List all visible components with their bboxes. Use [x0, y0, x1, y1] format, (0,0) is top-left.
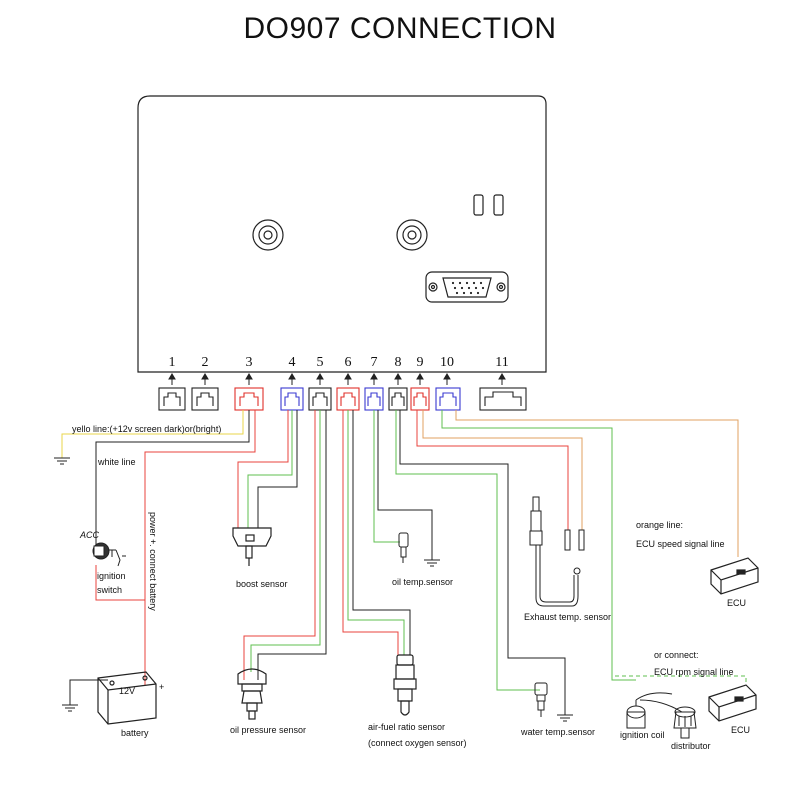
connector-10: [435, 387, 461, 411]
switch-label: switch: [97, 585, 122, 595]
af-wire-2: [347, 410, 405, 655]
pin-number: 6: [345, 355, 352, 370]
battery-label: battery: [121, 728, 149, 738]
ecu-2-label: ECU: [731, 725, 750, 735]
button-left-icon: [473, 194, 484, 216]
boost-wire-3: [257, 410, 298, 528]
knob-right-icon: [396, 219, 428, 251]
ecu-speed-wire: [455, 410, 739, 557]
pin-number: 3: [246, 355, 253, 370]
ecu-icon-2: [708, 684, 757, 722]
vga-port-icon: [425, 271, 509, 303]
knob-left-icon: [252, 219, 284, 251]
yellow-line-label: yello line:(+12v screen dark)or(bright): [72, 424, 221, 434]
af-sensor-note: (connect oxygen sensor): [368, 738, 467, 748]
pin-number: 4: [289, 355, 296, 370]
connector-2: [191, 387, 219, 411]
pin-number: 1: [169, 355, 176, 370]
boost-wire-2: [247, 410, 293, 528]
connector-5: [308, 387, 332, 411]
exhaust-temp-sensor-icon: [529, 496, 585, 607]
ignition-switch-wire: [95, 565, 145, 601]
button-right-icon: [493, 194, 504, 216]
pin-number: 2: [202, 355, 209, 370]
oil-pressure-sensor-label: oil pressure sensor: [230, 725, 306, 735]
exhaust-wire-2: [422, 410, 583, 530]
battery-voltage-label: 12V: [119, 686, 135, 696]
oil-temp-sensor-icon: [398, 532, 409, 563]
ground-icon: [54, 457, 70, 465]
ecu-1-label: ECU: [727, 598, 746, 608]
battery-plus-label: +: [159, 682, 164, 692]
af-wire-1: [342, 410, 399, 655]
af-sensor-icon: [393, 654, 417, 716]
connector-4: [280, 387, 304, 411]
boost-wire-1: [237, 410, 289, 528]
pin-number: 5: [317, 355, 324, 370]
connectors: [158, 387, 527, 411]
pin-number: 8: [395, 355, 402, 370]
oil-pressure-wire-2: [250, 410, 321, 672]
connector-8: [388, 387, 408, 411]
af-sensor-label: air-fuel ratio sensor: [368, 722, 445, 732]
white-wire: [95, 410, 250, 545]
oil-pressure-sensor-icon: [237, 668, 267, 720]
boost-sensor-label: boost sensor: [236, 579, 288, 589]
oil-temp-wire-1: [373, 410, 400, 543]
pin-number: 11: [495, 355, 508, 370]
acc-label: ACC: [79, 530, 100, 540]
battery-icon: [97, 671, 157, 725]
pin-number: 10: [440, 355, 454, 370]
ignition-coil-icon: [626, 692, 683, 729]
ground-icons: [54, 457, 573, 722]
yellow-wire: [61, 410, 244, 458]
water-temp-sensor-label: water temp.sensor: [520, 727, 595, 737]
gauge-unit: [137, 95, 547, 373]
wires: [61, 410, 747, 715]
distributor-label: distributor: [671, 741, 711, 751]
water-temp-sensor-icon: [534, 682, 548, 717]
ground-icon: [557, 714, 573, 722]
ecu-rpm-wire: [441, 410, 636, 681]
ecu-rpm-label: ECU rpm signal line: [654, 667, 734, 677]
labels: yello line:(+12v screen dark)or(bright) …: [72, 424, 750, 751]
orange-line-label: orange line:: [636, 520, 683, 530]
connector-7: [364, 387, 384, 411]
ecu-rpm-dashed-wire: [611, 675, 747, 684]
pin-number: 9: [417, 355, 424, 370]
ground-icon: [62, 679, 108, 712]
pin-number: 7: [371, 355, 378, 370]
ground-icon: [424, 559, 440, 567]
exhaust-wire-1: [416, 410, 569, 530]
oil-pressure-wire-1: [243, 410, 316, 680]
oil-temp-sensor-label: oil temp.sensor: [392, 577, 453, 587]
distributor-icon: [673, 706, 697, 739]
connector-9: [410, 387, 430, 411]
af-wire-3: [352, 410, 411, 655]
ecu-icon-1: [710, 557, 759, 595]
oil-temp-wire-2: [377, 410, 433, 560]
water-temp-wire-2: [399, 410, 566, 715]
connector-6: [336, 387, 360, 411]
ignition-key-icon: [92, 542, 126, 567]
water-temp-wire-1: [395, 410, 540, 691]
connector-11: [479, 387, 527, 411]
pin-arrows: [168, 373, 506, 385]
or-connect-label: or connect:: [654, 650, 699, 660]
ecu-speed-label: ECU speed signal line: [636, 539, 725, 549]
power-label: power +. connect battery: [148, 512, 158, 611]
power-wire: [144, 410, 256, 685]
connector-1: [158, 387, 186, 411]
connector-3: [234, 387, 264, 411]
pin-numbers: 1 2 3 4 5 6 7 8 9 10 11: [169, 355, 509, 370]
ignition-coil-label: ignition coil: [620, 730, 665, 740]
oil-pressure-wire-3: [257, 410, 327, 680]
white-line-label: white line: [97, 457, 136, 467]
diagram-title: DO907 CONNECTION: [243, 12, 557, 45]
ignition-label: ignition: [97, 571, 126, 581]
exhaust-sensor-label: Exhaust temp. sensor: [524, 612, 611, 622]
boost-sensor-icon: [232, 527, 272, 566]
